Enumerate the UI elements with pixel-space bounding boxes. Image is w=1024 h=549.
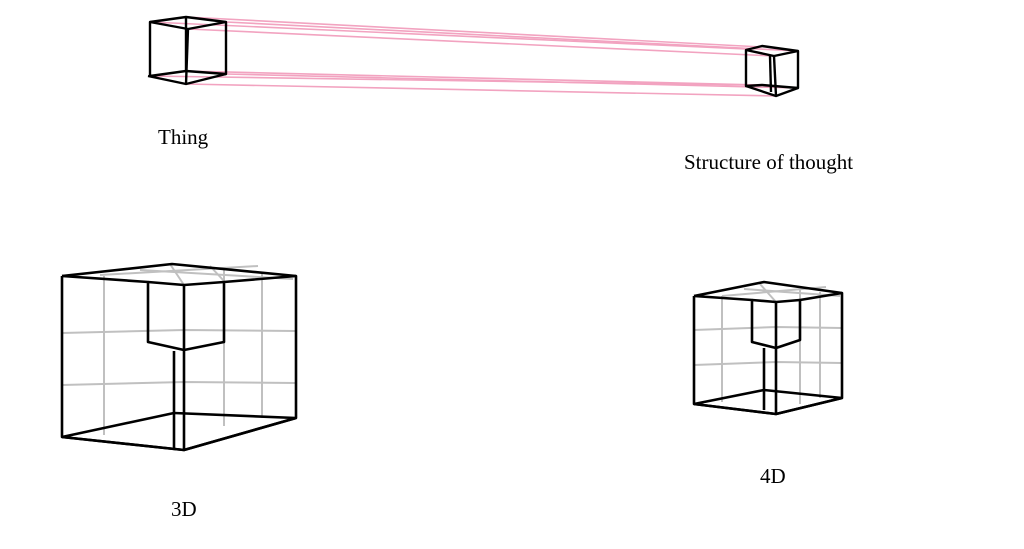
cube-4d-edge <box>763 388 843 400</box>
thing-cube-bottom <box>147 72 227 86</box>
projection-line <box>149 21 747 50</box>
label-3d: 3D <box>171 497 197 521</box>
thing-cube <box>147 15 228 86</box>
projection-lines <box>147 16 799 97</box>
cube-4d-frame <box>692 280 844 416</box>
grid-line <box>99 265 259 276</box>
projection-line <box>225 73 799 89</box>
cube-4d-bottom <box>693 396 843 416</box>
grid-line <box>61 380 297 386</box>
structure-cube-edge <box>772 55 778 97</box>
grid-line <box>759 283 777 303</box>
cube-4d <box>692 280 844 416</box>
cube-3d-edge <box>61 411 175 439</box>
cube-3d-frame <box>60 262 298 452</box>
label-4d: 4D <box>760 464 786 488</box>
structure-cube <box>744 44 800 98</box>
label-thing: Thing <box>158 125 209 149</box>
cube-3d-grid <box>61 263 297 450</box>
structure-cube-edge <box>768 55 773 93</box>
cube-4d-notch-top <box>751 298 801 304</box>
structure-cube-bottom <box>745 84 799 98</box>
label-structure-of-thought: Structure of thought <box>684 150 853 174</box>
cube-3d <box>60 262 298 452</box>
projection-line <box>185 70 763 86</box>
grid-line <box>61 328 297 334</box>
projection-line <box>187 28 775 57</box>
cube-3d-bottom <box>61 416 297 452</box>
projection-line <box>185 16 763 48</box>
grid-line <box>169 263 185 286</box>
cube-3d-edge <box>173 411 297 420</box>
projection-line <box>225 21 799 52</box>
projection-line <box>185 83 777 97</box>
cube-3d-outline <box>60 262 298 452</box>
cube-4d-edge <box>693 388 765 406</box>
cube-3d-top-rim <box>61 274 297 352</box>
cube-3d-notch-top <box>147 280 225 287</box>
